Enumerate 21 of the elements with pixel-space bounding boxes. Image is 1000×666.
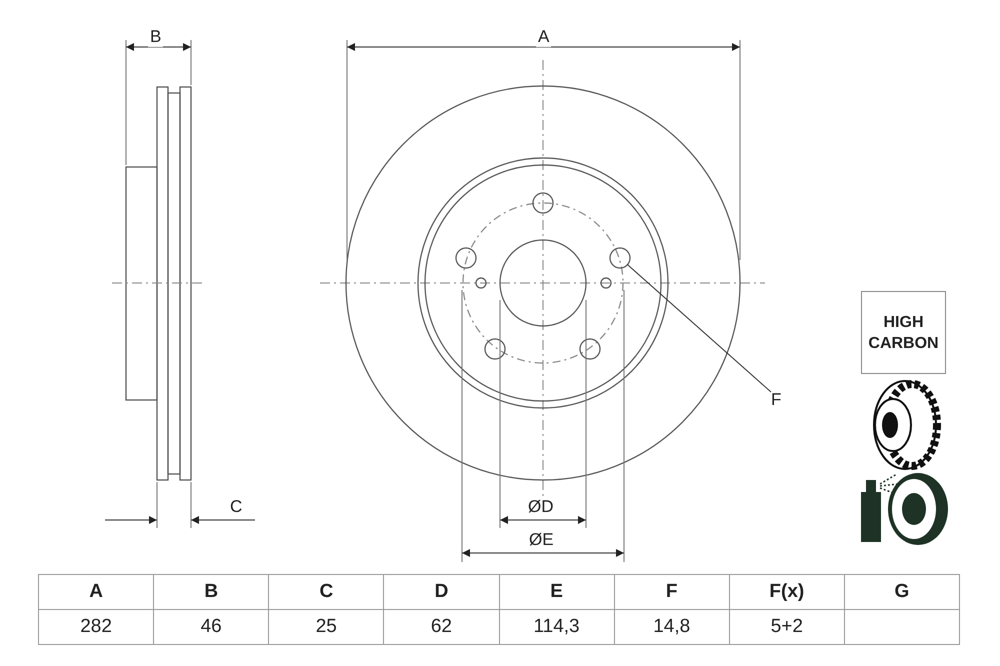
table-value: 5+2 bbox=[729, 610, 844, 644]
table-value: 282 bbox=[38, 610, 154, 644]
table-value: 25 bbox=[268, 610, 384, 644]
table-header: F(x) bbox=[729, 574, 844, 610]
table-value: 46 bbox=[154, 610, 269, 644]
table-header: B bbox=[154, 574, 269, 610]
table-header: G bbox=[844, 574, 960, 610]
bolt-hole bbox=[609, 247, 631, 269]
table-header: C bbox=[268, 574, 384, 610]
table-header: E bbox=[499, 574, 614, 610]
dimension-label: A bbox=[536, 27, 552, 47]
table-header: D bbox=[384, 574, 499, 610]
table-header: A bbox=[38, 574, 154, 610]
callout-letter: F bbox=[771, 390, 782, 410]
dimension-label: B bbox=[148, 27, 164, 47]
material-badge: HIGH CARBON bbox=[861, 291, 946, 374]
table-value: 114,3 bbox=[499, 610, 614, 644]
leader-line bbox=[626, 264, 772, 392]
table-header: F bbox=[614, 574, 730, 610]
table-value: 62 bbox=[384, 610, 499, 644]
table-value: 14,8 bbox=[614, 610, 730, 644]
